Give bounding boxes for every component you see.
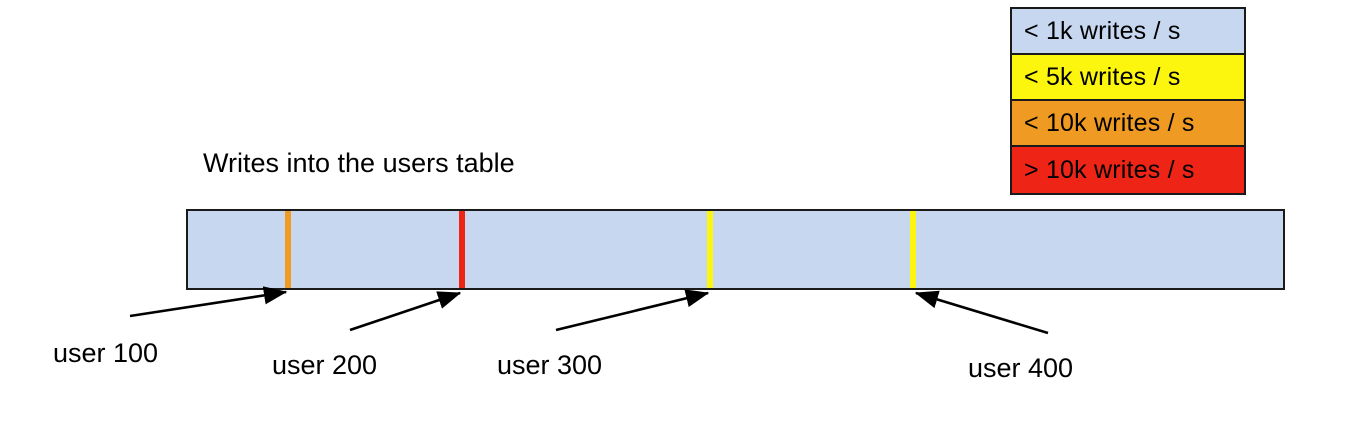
bar-stripe-user-100 bbox=[285, 211, 291, 288]
users-table-bar bbox=[186, 209, 1285, 290]
user-label-1: user 200 bbox=[272, 350, 378, 380]
annotation-arrow-3 bbox=[914, 290, 1049, 335]
legend-row-1: < 5k writes / s bbox=[1012, 55, 1244, 101]
writes-legend: < 1k writes / s < 5k writes / s < 10k writ… bbox=[1010, 7, 1246, 195]
user-label-2: user 300 bbox=[497, 350, 603, 380]
legend-row-0: < 1k writes / s bbox=[1012, 9, 1244, 55]
bar-stripe-user-400 bbox=[910, 211, 916, 288]
legend-row-label: > 10k writes / s bbox=[1024, 155, 1195, 184]
legend-row-2: < 10k writes / s bbox=[1012, 101, 1244, 147]
bar-stripe-user-300 bbox=[707, 211, 713, 288]
user-label-0: user 100 bbox=[53, 338, 159, 368]
annotation-arrow-2 bbox=[555, 289, 710, 332]
legend-row-label: < 10k writes / s bbox=[1024, 108, 1195, 137]
bar-stripe-user-200 bbox=[459, 211, 465, 288]
user-label-3: user 400 bbox=[968, 353, 1074, 383]
legend-row-label: < 5k writes / s bbox=[1024, 62, 1181, 91]
annotation-arrow-1 bbox=[349, 291, 462, 332]
annotation-arrow-0 bbox=[129, 286, 288, 318]
legend-row-3: > 10k writes / s bbox=[1012, 147, 1244, 193]
legend-row-label: < 1k writes / s bbox=[1024, 16, 1181, 45]
page-title: Writes into the users table bbox=[203, 148, 515, 178]
